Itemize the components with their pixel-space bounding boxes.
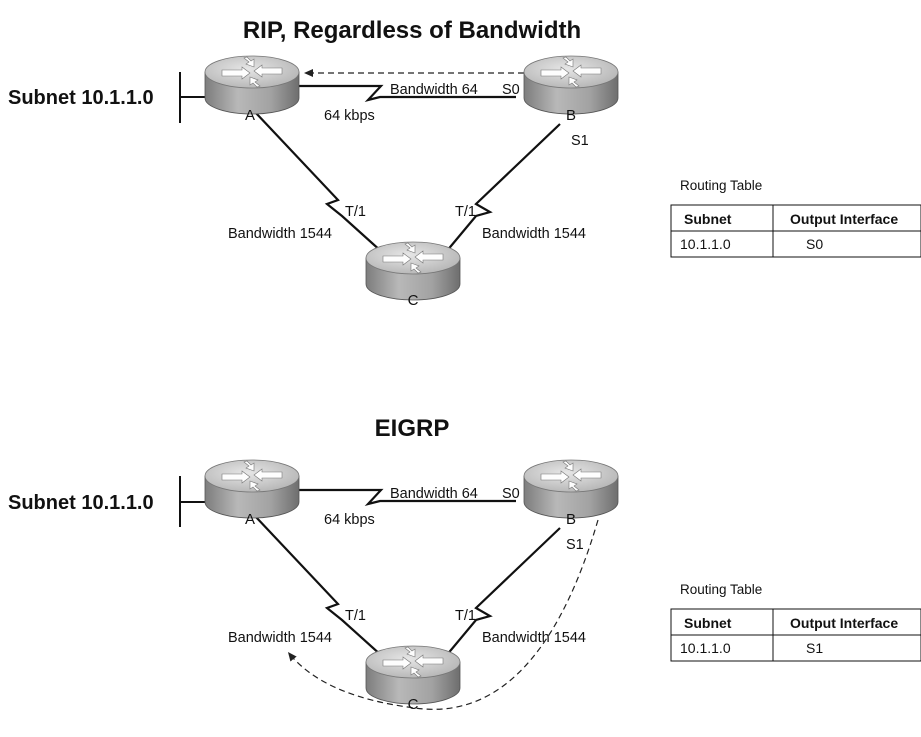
eigrp-bc-bandwidth: Bandwidth 1544	[482, 630, 586, 646]
rip-b-s1: S1	[571, 133, 589, 149]
rip-router-a-icon	[204, 55, 300, 115]
eigrp-table-header-interface: Output Interface	[790, 615, 898, 631]
eigrp-router-b-label: B	[566, 511, 576, 528]
eigrp-ac-bandwidth: Bandwidth 1544	[228, 630, 332, 646]
eigrp-link-ab	[297, 488, 516, 506]
rip-routing-table: Routing Table Subnet Output Interface 10…	[670, 178, 921, 258]
rip-table-header-interface: Output Interface	[790, 211, 898, 227]
eigrp-routing-table: Routing Table Subnet Output Interface 10…	[670, 582, 921, 662]
rip-bc-bandwidth: Bandwidth 1544	[482, 226, 586, 242]
eigrp-table-header-subnet: Subnet	[684, 615, 732, 631]
rip-diagram: RIP, Regardless of Bandwidth Subnet 10.1…	[8, 17, 921, 309]
eigrp-title: EIGRP	[375, 415, 450, 442]
eigrp-b-s0: S0	[502, 486, 520, 502]
rip-ac-bandwidth: Bandwidth 1544	[228, 226, 332, 242]
rip-b-s0: S0	[502, 82, 520, 98]
rip-ab-speed: 64 kbps	[324, 108, 375, 124]
eigrp-table-cell-interface: S1	[806, 640, 823, 656]
rip-bc-t1: T/1	[455, 204, 476, 220]
eigrp-router-c-label: C	[408, 696, 419, 713]
rip-ab-bandwidth: Bandwidth 64	[390, 82, 478, 98]
rip-router-c-label: C	[408, 292, 419, 309]
rip-subnet-label: Subnet 10.1.1.0	[8, 87, 154, 109]
rip-table-header-subnet: Subnet	[684, 211, 732, 227]
rip-router-b-label: B	[566, 107, 576, 124]
eigrp-link-ac	[254, 515, 383, 657]
eigrp-subnet-label: Subnet 10.1.1.0	[8, 492, 154, 514]
eigrp-ac-t1: T/1	[345, 608, 366, 624]
eigrp-router-b-icon	[523, 459, 619, 519]
rip-link-ab	[297, 84, 516, 102]
eigrp-router-a-label: A	[245, 511, 255, 528]
eigrp-routing-table-caption: Routing Table	[680, 582, 762, 597]
eigrp-link-bc	[445, 527, 561, 657]
eigrp-table-cell-subnet: 10.1.1.0	[680, 640, 731, 656]
rip-title: RIP, Regardless of Bandwidth	[243, 17, 581, 44]
rip-link-ac	[254, 111, 383, 253]
rip-table-cell-subnet: 10.1.1.0	[680, 236, 731, 252]
eigrp-ab-bandwidth: Bandwidth 64	[390, 486, 478, 502]
rip-router-b-icon	[523, 55, 619, 115]
eigrp-diagram: EIGRP Subnet 10.1.1.0 A B C Bandwidth 64…	[8, 415, 921, 713]
eigrp-bc-t1: T/1	[455, 608, 476, 624]
rip-routing-table-caption: Routing Table	[680, 178, 762, 193]
rip-table-cell-interface: S0	[806, 236, 823, 252]
eigrp-b-s1: S1	[566, 537, 584, 553]
rip-link-bc	[445, 123, 561, 253]
eigrp-router-a-icon	[204, 459, 300, 519]
rip-router-a-label: A	[245, 107, 255, 124]
rip-ac-t1: T/1	[345, 204, 366, 220]
eigrp-ab-speed: 64 kbps	[324, 512, 375, 528]
